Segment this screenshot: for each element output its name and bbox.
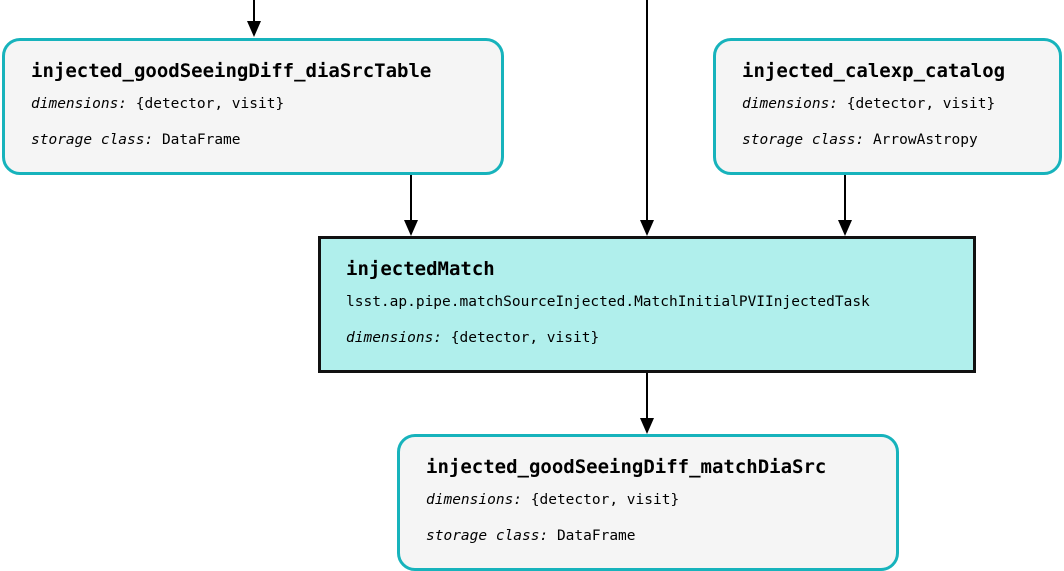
dimensions-label: dimensions: <box>742 96 839 112</box>
storage-class-value: DataFrame <box>161 132 241 148</box>
task-node-injected-match[interactable]: injectedMatch lsst.ap.pipe.matchSourceIn… <box>318 236 976 373</box>
dimensions-label: dimensions: <box>426 492 523 508</box>
storage-class-label: storage class: <box>31 132 154 148</box>
dataset-node-calexp-catalog[interactable]: injected_calexp_catalog dimensions: {det… <box>713 38 1062 175</box>
node-dimensions: dimensions: {detector, visit} <box>742 95 1059 113</box>
node-storage-class: storage class: ArrowAstropy <box>742 131 1059 149</box>
node-title: injected_goodSeeingDiff_matchDiaSrc <box>426 456 827 478</box>
edge-task-to-matchdiasrc <box>640 372 654 434</box>
dimensions-label: dimensions: <box>31 96 128 112</box>
node-dimensions: dimensions: {detector, visit} <box>426 491 896 509</box>
dimensions-value: {detector, visit} <box>450 330 600 346</box>
node-title: injected_goodSeeingDiff_diaSrcTable <box>31 60 432 82</box>
edge-offscreen-to-task <box>640 0 654 236</box>
edge-diasrc-to-task <box>404 174 418 236</box>
dataset-node-match-diasrc[interactable]: injected_goodSeeingDiff_matchDiaSrc dime… <box>397 434 899 571</box>
storage-class-label: storage class: <box>426 528 549 544</box>
dimensions-label: dimensions: <box>346 330 443 346</box>
node-title: injectedMatch <box>346 258 495 280</box>
node-storage-class: storage class: DataFrame <box>426 527 896 545</box>
storage-class-value: ArrowAstropy <box>872 132 978 148</box>
edge-calexp-to-task <box>838 174 852 236</box>
node-title: injected_calexp_catalog <box>742 60 1006 82</box>
edge-offscreen-to-diasrc <box>247 0 261 37</box>
node-dimensions: dimensions: {detector, visit} <box>346 329 973 347</box>
dimensions-value: {detector, visit} <box>135 96 285 112</box>
node-storage-class: storage class: DataFrame <box>31 131 501 149</box>
task-class-path: lsst.ap.pipe.matchSourceInjected.MatchIn… <box>346 294 870 310</box>
dimensions-value: {detector, visit} <box>846 96 996 112</box>
storage-class-value: DataFrame <box>556 528 636 544</box>
dataset-node-diasrc-table[interactable]: injected_goodSeeingDiff_diaSrcTable dime… <box>2 38 504 175</box>
storage-class-label: storage class: <box>742 132 865 148</box>
node-dimensions: dimensions: {detector, visit} <box>31 95 501 113</box>
dimensions-value: {detector, visit} <box>530 492 680 508</box>
